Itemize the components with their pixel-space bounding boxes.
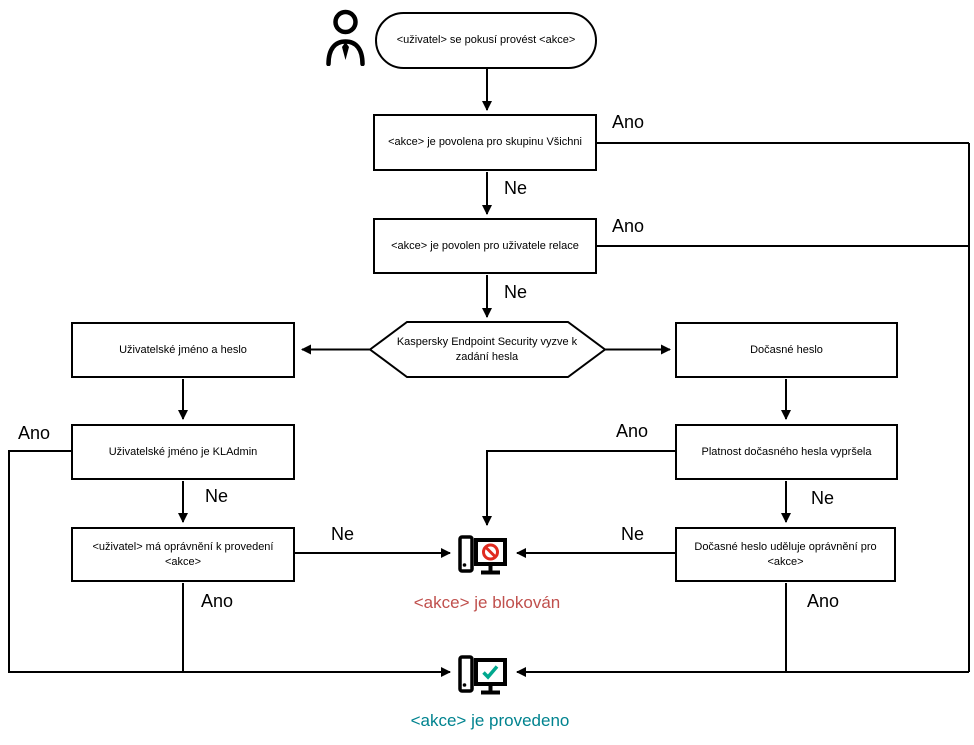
node-label: Uživatelské jméno a heslo <box>119 343 247 356</box>
node-label: <akce> je povolen pro uživatele relace <box>391 239 579 252</box>
performed-outcome-label: <akce> je provedeno <box>410 711 570 730</box>
node-temporary-password: Dočasné heslo <box>675 322 898 378</box>
node-username-password: Uživatelské jméno a heslo <box>71 322 295 378</box>
node-user-has-permission: <uživatel> má oprávnění k provedení <akc… <box>71 527 295 582</box>
user-icon <box>326 9 365 66</box>
edge-label-no: Ne <box>811 488 835 508</box>
edge-label-yes: Ano <box>201 591 234 611</box>
edge-label-no: Ne <box>205 486 229 506</box>
node-temp-password-expired: Platnost dočasného hesla vypršela <box>675 424 898 480</box>
node-label: <uživatel> má oprávnění k provedení <akc… <box>92 540 274 568</box>
start-node-label: <uživatel> se pokusí provést <akce> <box>396 34 576 47</box>
node-label: Platnost dočasného hesla vypršela <box>701 445 872 458</box>
start-node: <uživatel> se pokusí provést <akce> <box>375 12 597 69</box>
node-action-allowed-everyone: <akce> je povolena pro skupinu Všichni <box>373 114 597 171</box>
node-label: Dočasné heslo uděluje oprávnění pro <akc… <box>694 540 877 568</box>
node-password-prompt-label: Kaspersky Endpoint Security vyzve k zadá… <box>396 336 578 363</box>
node-action-allowed-session-user: <akce> je povolen pro uživatele relace <box>373 218 597 274</box>
node-label: Uživatelské jméno je KLAdmin <box>108 445 258 458</box>
node-label: <akce> je povolena pro skupinu Všichni <box>388 136 582 149</box>
blocked-outcome-label: <akce> je blokován <box>413 593 561 612</box>
node-label: Dočasné heslo <box>750 343 823 356</box>
node-temp-password-grants-permission: Dočasné heslo uděluje oprávnění pro <akc… <box>675 527 896 582</box>
action-blocked-icon <box>458 535 507 575</box>
action-performed-icon <box>458 655 507 695</box>
edge-label-yes: Ano <box>807 591 840 611</box>
edge-label-no: Ne <box>621 524 645 544</box>
edge-label-no: Ne <box>331 524 355 544</box>
password-prompt-hexagon <box>368 321 607 378</box>
node-username-is-kladmin: Uživatelské jméno je KLAdmin <box>71 424 295 480</box>
edge-label-no: Ne <box>504 282 528 302</box>
edge-label-no: Ne <box>504 178 528 198</box>
edge-label-yes: Ano <box>616 421 649 441</box>
edge-label-yes: Ano <box>612 216 645 236</box>
edge-label-yes: Ano <box>612 112 645 132</box>
edge-label-yes: Ano <box>18 423 51 443</box>
